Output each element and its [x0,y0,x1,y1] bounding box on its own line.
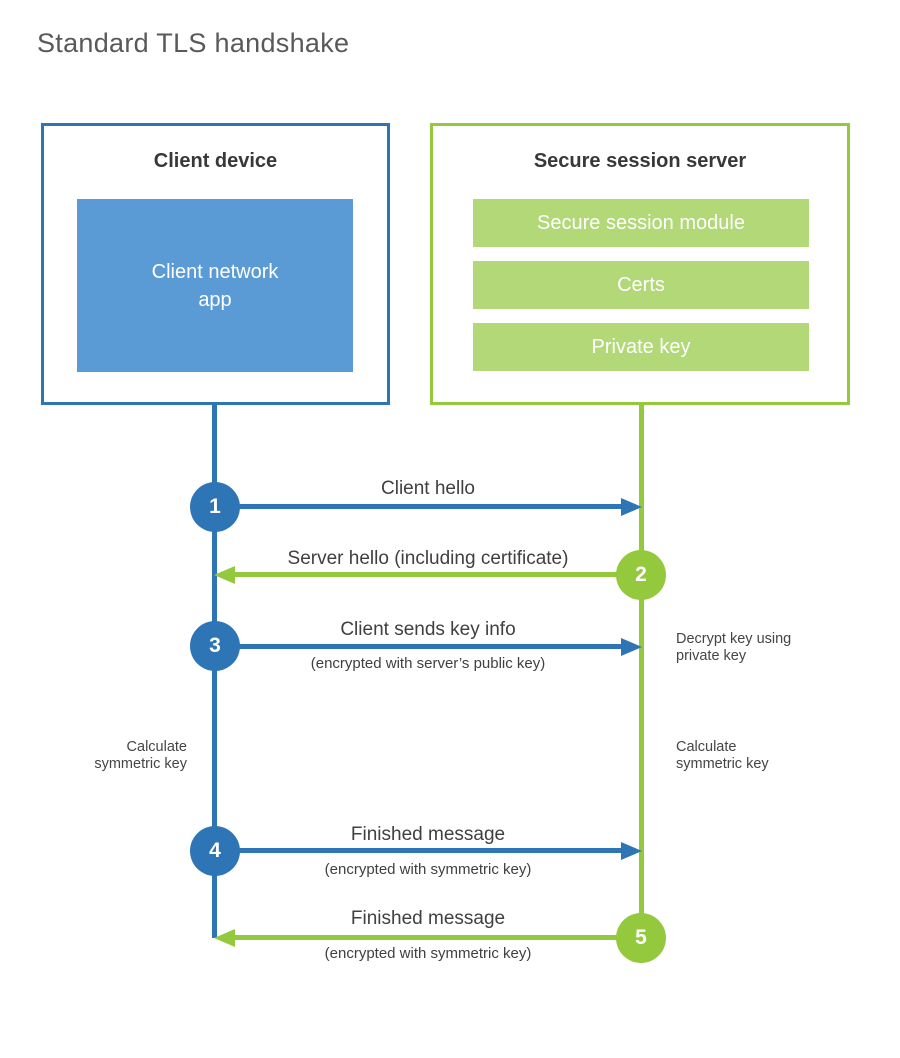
arrow-3-shaft [238,644,622,649]
arrow-2-head-left-icon [214,566,235,584]
secure-session-server-title: Secure session server [533,150,747,172]
arrow-4-head-right-icon [621,842,642,860]
client-device-box: Client device Client network app [41,123,390,405]
step-5-label: Finished message [350,908,506,929]
step-2-label: Server hello (including certificate) [287,548,569,569]
client-network-app-module: Client network app [77,199,353,372]
step-1-badge: 1 [190,482,240,532]
secure-session-server-box: Secure session server Secure session mod… [430,123,850,405]
page-title: Standard TLS handshake [37,28,350,58]
step-3-sublabel: (encrypted with server’s public key) [310,655,546,672]
step-4-sublabel: (encrypted with symmetric key) [324,861,532,878]
note-calculate-symmetric-key-server: Calculate symmetric key [676,739,769,773]
arrow-4-shaft [238,848,622,853]
server-module-private-key: Private key [473,323,809,371]
arrow-3-head-right-icon [621,638,642,656]
client-device-title: Client device [153,150,278,172]
arrow-5-head-left-icon [214,929,235,947]
step-5-badge: 5 [616,913,666,963]
server-module-secure-session: Secure session module [473,199,809,247]
arrow-5-shaft [235,935,618,940]
arrow-1-shaft [238,504,622,509]
arrow-1-head-right-icon [621,498,642,516]
step-1-label: Client hello [381,478,475,499]
note-calculate-symmetric-key-client: Calculate symmetric key [94,739,187,773]
step-3-badge: 3 [190,621,240,671]
note-decrypt-key: Decrypt key using private key [676,631,792,665]
step-5-sublabel: (encrypted with symmetric key) [324,945,532,962]
server-lifeline [639,405,644,938]
step-4-label: Finished message [350,824,506,845]
client-lifeline [212,405,217,938]
step-2-badge: 2 [616,550,666,600]
arrow-2-shaft [235,572,618,577]
step-3-label: Client sends key info [340,619,516,640]
step-4-badge: 4 [190,826,240,876]
server-module-certs: Certs [473,261,809,309]
